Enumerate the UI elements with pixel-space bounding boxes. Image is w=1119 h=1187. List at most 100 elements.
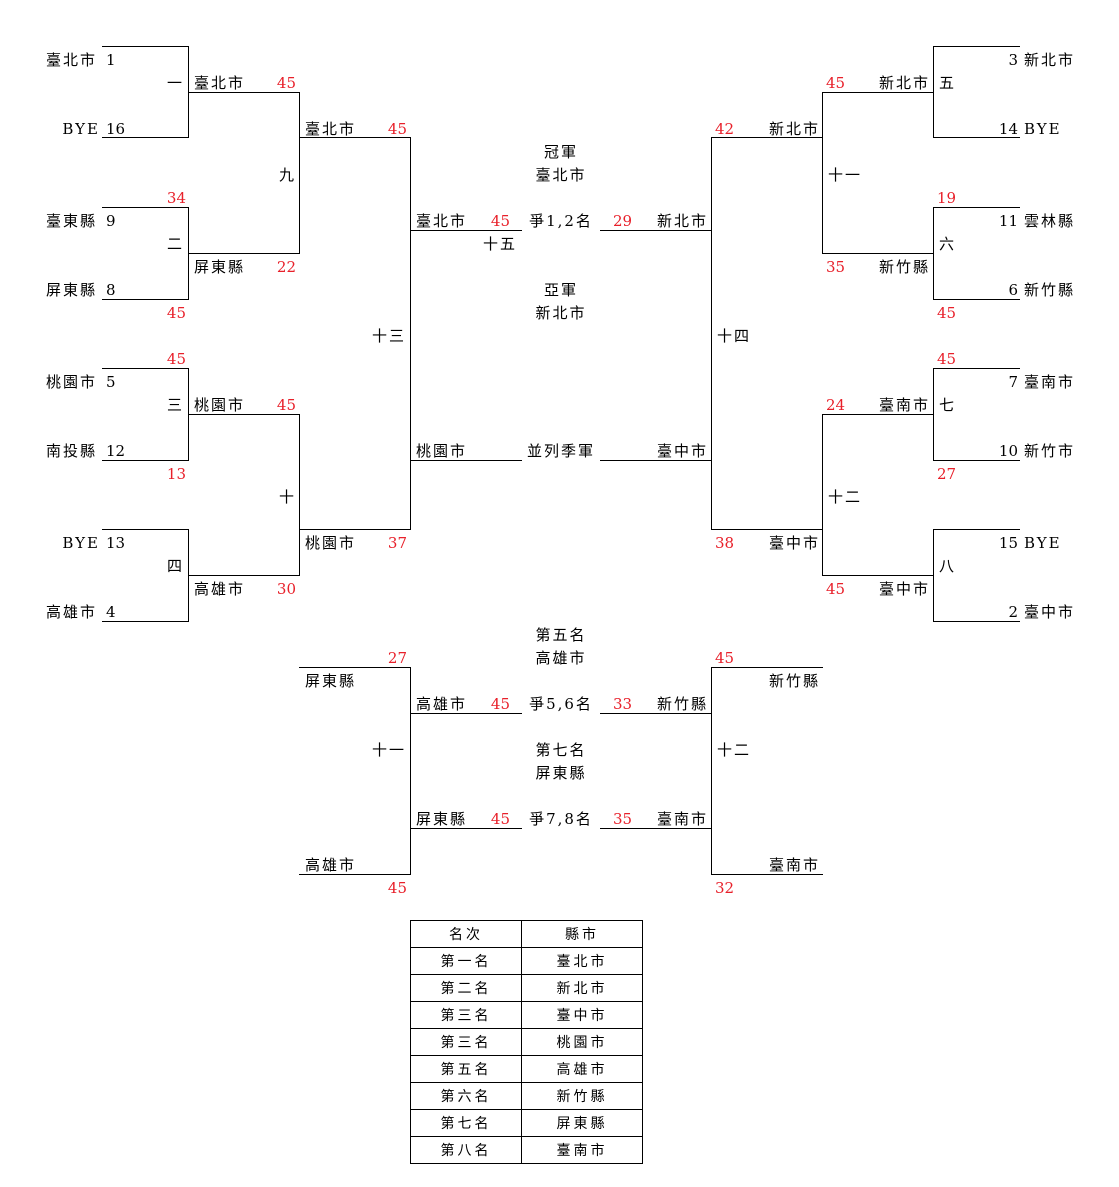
team-name: BYE <box>62 120 100 138</box>
team-cell: 臺南市 <box>521 1136 643 1164</box>
winner-name: 桃園市 <box>305 534 357 552</box>
bracket-line <box>600 460 712 461</box>
team-name: 屏東縣 <box>46 281 98 299</box>
bracket-line <box>299 92 300 254</box>
bracket-line <box>299 874 411 875</box>
rank-cell: 第三名 <box>410 1028 522 1056</box>
bracket-line <box>933 137 1020 138</box>
winner-name: 屏東縣 <box>194 258 246 276</box>
seed-number: 6 <box>1008 281 1018 299</box>
score: 45 <box>387 120 407 138</box>
match-number: 十二 <box>828 488 863 506</box>
match-number: 七 <box>939 396 957 414</box>
seventh-place-title: 第七名 <box>535 741 587 759</box>
seed-number: 10 <box>998 442 1018 460</box>
champion-team: 臺北市 <box>535 166 587 184</box>
score: 45 <box>166 304 186 322</box>
winner-name: 臺中市 <box>768 534 820 552</box>
bracket-line <box>933 621 1020 622</box>
bracket-line <box>711 667 823 668</box>
bracket-line <box>410 667 411 875</box>
score: 35 <box>826 258 846 276</box>
score: 45 <box>490 695 510 713</box>
score: 27 <box>387 649 407 667</box>
bracket-line <box>410 713 522 714</box>
score: 35 <box>613 810 633 828</box>
team-cell: 桃園市 <box>521 1028 643 1056</box>
team-name: BYE <box>62 534 100 552</box>
table-row: 第七名屏東縣 <box>410 1109 643 1137</box>
team-name: 臺東縣 <box>46 212 98 230</box>
score: 45 <box>276 396 296 414</box>
seed-number: 12 <box>106 442 126 460</box>
bracket-line <box>933 299 1020 300</box>
bracket-line <box>102 207 189 208</box>
winner-name: 新竹縣 <box>878 258 930 276</box>
bracket-line <box>711 529 823 530</box>
bracket-line <box>410 230 522 231</box>
match-number: 一 <box>166 74 184 92</box>
table-row: 第二名新北市 <box>410 974 643 1002</box>
bracket-line <box>711 667 712 875</box>
seed-number: 16 <box>106 120 126 138</box>
team-cell: 臺中市 <box>521 1001 643 1029</box>
team-name: 雲林縣 <box>1024 212 1076 230</box>
score: 37 <box>387 534 407 552</box>
team-name: 臺南市 <box>656 810 708 828</box>
team-name: 新北市 <box>1024 51 1076 69</box>
score: 45 <box>387 879 407 897</box>
table-row: 第六名新竹縣 <box>410 1082 643 1110</box>
bracket-line <box>102 621 189 622</box>
bracket-line <box>822 92 823 254</box>
seed-number: 2 <box>1008 603 1018 621</box>
column-header: 縣市 <box>521 920 643 948</box>
score: 38 <box>715 534 735 552</box>
match-number: 五 <box>939 74 957 92</box>
bracket-line <box>600 230 712 231</box>
table-row: 第三名臺中市 <box>410 1001 643 1029</box>
match-number: 十三 <box>371 327 406 345</box>
runner-up-title: 亞軍 <box>543 281 578 299</box>
match-number: 十 <box>278 488 296 506</box>
bracket-line <box>410 460 522 461</box>
winner-name: 新北市 <box>878 74 930 92</box>
match-number: 九 <box>278 166 296 184</box>
team-name: 高雄市 <box>416 695 468 713</box>
bracket-line <box>299 137 411 138</box>
score: 42 <box>715 120 735 138</box>
match-number: 十二 <box>717 741 752 759</box>
score: 29 <box>613 212 633 230</box>
table-row: 第三名桃園市 <box>410 1028 643 1056</box>
bracket-line <box>711 137 823 138</box>
fifth-place-title: 第五名 <box>535 626 587 644</box>
match-number: 三 <box>166 396 184 414</box>
team-name: 屏東縣 <box>416 810 468 828</box>
match-number: 二 <box>166 235 184 253</box>
score: 19 <box>937 189 957 207</box>
match-number: 四 <box>166 557 184 575</box>
bracket-line <box>299 414 300 576</box>
winner-name: 高雄市 <box>194 580 246 598</box>
seed-number: 3 <box>1008 51 1018 69</box>
seed-number: 4 <box>106 603 116 621</box>
match-number: 十一 <box>828 166 863 184</box>
fifth-place-team: 高雄市 <box>535 649 587 667</box>
game78-label: 爭7,8名 <box>529 810 593 828</box>
score: 34 <box>166 189 186 207</box>
team-name: 新竹縣 <box>656 695 708 713</box>
seed-number: 1 <box>106 51 116 69</box>
table-row: 第八名臺南市 <box>410 1136 643 1164</box>
seed-number: 7 <box>1008 373 1018 391</box>
winner-name: 臺北市 <box>194 74 246 92</box>
team-name: BYE <box>1024 534 1062 552</box>
bracket-line <box>822 92 934 93</box>
score: 24 <box>826 396 846 414</box>
team-cell: 臺北市 <box>521 947 643 975</box>
bracket-line <box>188 575 300 576</box>
team-cell: 新竹縣 <box>521 1082 643 1110</box>
rank-cell: 第五名 <box>410 1055 522 1083</box>
score: 45 <box>166 350 186 368</box>
column-header: 名次 <box>410 920 522 948</box>
winner-name: 新北市 <box>768 120 820 138</box>
